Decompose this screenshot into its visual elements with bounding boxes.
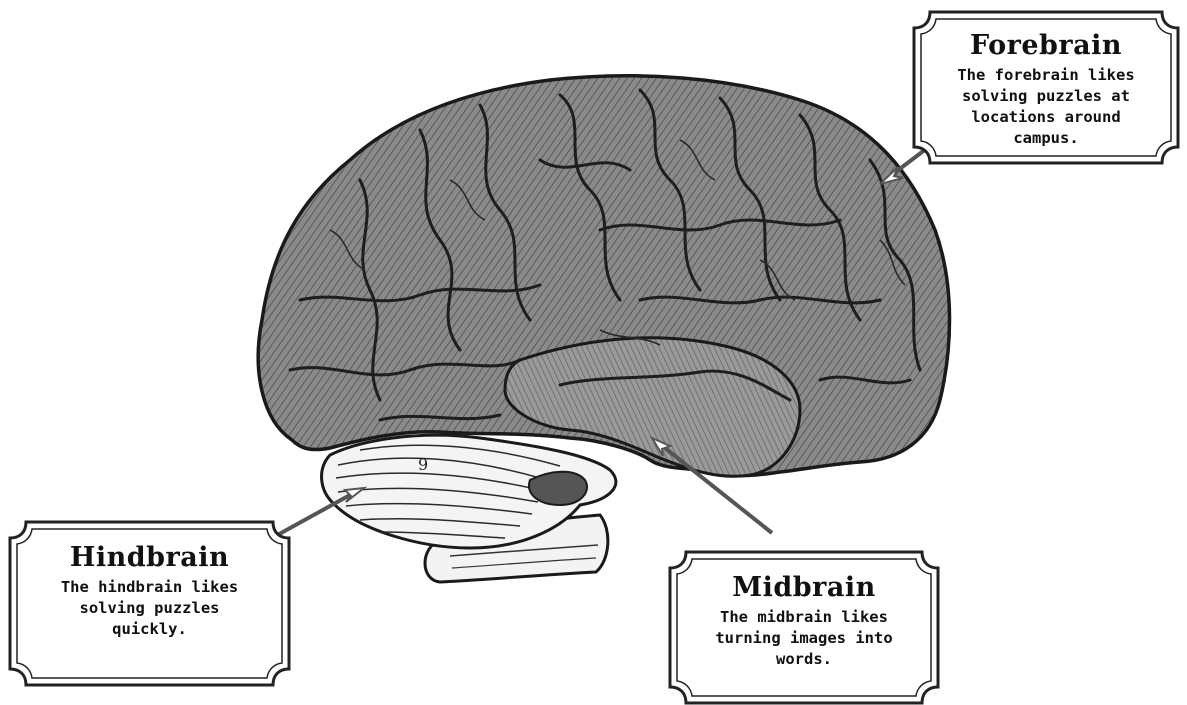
- midbrain-description: The midbrain likes turning images into w…: [668, 607, 940, 670]
- forebrain-title: Forebrain: [912, 30, 1180, 61]
- forebrain-label-box: Forebrain The forebrain likes solving pu…: [912, 10, 1180, 165]
- hindbrain-description: The hindbrain likes solving puzzles quic…: [8, 577, 291, 640]
- hindbrain-label-box: Hindbrain The hindbrain likes solving pu…: [8, 520, 291, 687]
- midbrain-label-box: Midbrain The midbrain likes turning imag…: [668, 550, 940, 705]
- hindbrain-title: Hindbrain: [8, 542, 291, 573]
- midbrain-title: Midbrain: [668, 572, 940, 603]
- forebrain-description: The forebrain likes solving puzzles at l…: [912, 65, 1180, 149]
- cerebellum-number: 9: [418, 455, 428, 474]
